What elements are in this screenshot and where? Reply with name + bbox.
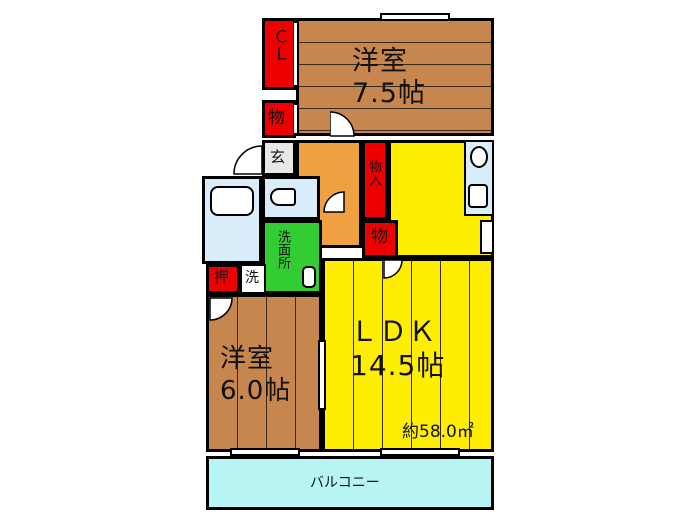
washer-space — [240, 264, 266, 294]
stove-icon — [470, 146, 488, 168]
fridge-space — [480, 220, 494, 254]
bathtub-icon — [210, 186, 254, 216]
ldk-name: ＬＤＫ — [350, 315, 438, 348]
balcony — [206, 456, 494, 510]
oshiire-closet — [206, 264, 240, 294]
sliding-door — [318, 340, 326, 410]
western-room-top — [296, 18, 494, 136]
window-bottom-right — [380, 448, 460, 456]
window-bottom-left — [230, 448, 300, 456]
storage-top-door — [293, 104, 298, 134]
entrance — [262, 140, 296, 176]
western-room-top-name: 洋室 — [352, 46, 408, 77]
front-door — [233, 145, 263, 175]
washer-label: 洗 — [245, 270, 259, 286]
closet-cl — [262, 18, 296, 90]
ldk-room — [322, 258, 494, 452]
western-room-bottom-name: 洋室 — [220, 344, 275, 374]
oshiire-label: 押 — [214, 268, 230, 286]
window-top — [380, 13, 450, 21]
storage-mid-label: 物入 — [366, 160, 381, 186]
storage-ldk — [362, 220, 398, 258]
entrance-label: 玄 — [270, 148, 286, 166]
door-hall — [323, 191, 345, 213]
sink-icon — [302, 266, 316, 288]
closet-cl-label: ＣＬ — [269, 28, 289, 62]
western-room-top-size: 7.5帖 — [352, 78, 426, 109]
door-ldk — [383, 259, 403, 279]
door-bottom-room — [209, 297, 233, 321]
ldk-size: 14.5帖 — [350, 349, 446, 382]
balcony-label: バルコニー — [310, 475, 380, 491]
closet-cl-door — [293, 22, 298, 86]
kitchen-sink-icon — [468, 184, 488, 208]
washroom-label: 洗面所 — [275, 230, 290, 269]
storage-top-label: 物 — [268, 108, 285, 128]
toilet-icon — [270, 188, 296, 206]
total-area: 約58.0㎡ — [402, 422, 474, 442]
door-top-room — [330, 111, 355, 137]
storage-ldk-label: 物 — [371, 227, 388, 247]
storage-mid — [362, 140, 388, 220]
western-room-bottom-size: 6.0帖 — [220, 376, 292, 406]
